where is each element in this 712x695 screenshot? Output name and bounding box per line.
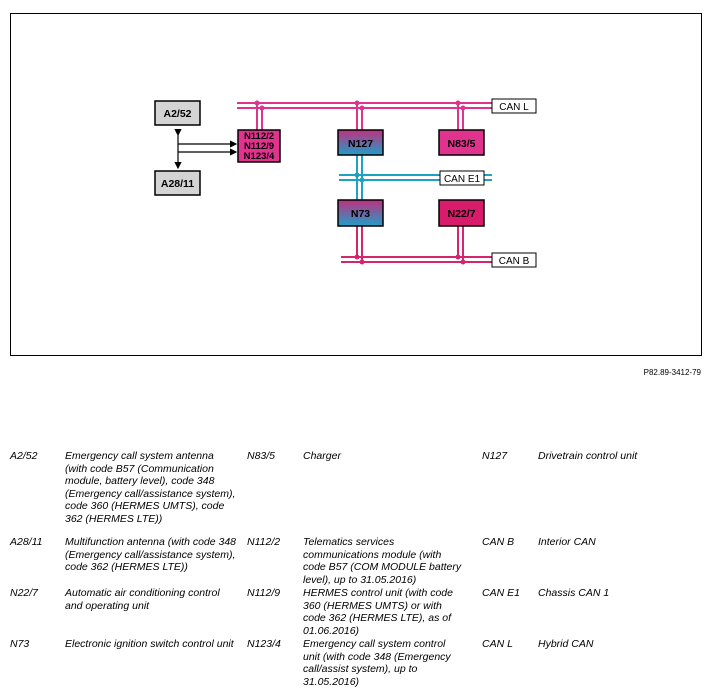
legend-desc: Drivetrain control unit: [538, 450, 638, 462]
module-n112-group: N112/2 N112/9 N123/4: [237, 129, 281, 163]
module-n127: N127: [337, 129, 384, 156]
module-a2-52-label: A2/52: [163, 108, 191, 120]
legend-desc: Emergency call system antenna (with code…: [65, 450, 236, 525]
network-diagram: A2/52 A28/11 N112/2 N112/9 N123/4 N127 N…: [154, 98, 537, 268]
legend-desc: Emergency call system control unit (with…: [303, 638, 451, 688]
antenna-links: [174, 129, 238, 170]
legend-code: N123/4: [247, 638, 281, 650]
legend-code: N22/7: [10, 587, 39, 599]
module-a28-11: A28/11: [154, 170, 201, 196]
module-n112-2-label: N112/2: [244, 131, 274, 142]
diagram-frame: [10, 13, 702, 356]
n22-can-b-drops: [457, 226, 464, 262]
n127-can-l-drops: [356, 103, 363, 130]
legend-desc: Telematics services communications modul…: [303, 536, 462, 586]
n73-can-b-drops: [356, 226, 363, 262]
can-l-label-box: CAN L: [491, 98, 537, 114]
module-n22-7: N22/7: [438, 199, 485, 227]
n112-can-l-drops: [256, 103, 263, 130]
module-n83-5: N83/5: [438, 129, 485, 156]
legend-code: A28/11: [10, 536, 43, 548]
module-a28-11-label: A28/11: [161, 178, 194, 190]
legend-code: A2/52: [10, 450, 38, 462]
module-n83-5-label: N83/5: [447, 138, 475, 150]
legend-code: N83/5: [247, 450, 276, 462]
can-l-label: CAN L: [499, 102, 529, 113]
can-b-label-box: CAN B: [491, 252, 537, 268]
legend-desc: Charger: [303, 450, 341, 462]
module-n73: N73: [337, 199, 384, 227]
legend-desc: Chassis CAN 1: [538, 587, 610, 599]
legend-desc: HERMES control unit (with code 360 (HERM…: [303, 587, 453, 637]
legend-desc: Multifunction antenna (with code 348 (Em…: [65, 536, 237, 573]
can-e1-label: CAN E1: [444, 174, 481, 185]
legend-desc: Hybrid CAN: [538, 638, 594, 650]
legend-code: N127: [482, 450, 508, 462]
junction-dots: [254, 100, 466, 265]
legend-code: CAN B: [482, 536, 515, 548]
module-n123-4-label: N123/4: [244, 151, 275, 162]
module-a2-52: A2/52: [154, 100, 201, 126]
legend-code: N73: [10, 638, 30, 650]
can-l-bus-lines: [237, 102, 492, 109]
legend-code: CAN L: [482, 638, 513, 650]
module-n73-label: N73: [351, 208, 370, 220]
n83-can-l-drops: [457, 103, 464, 130]
legend-desc: Interior CAN: [538, 536, 596, 548]
legend-code: N112/9: [247, 587, 281, 599]
module-n112-9-label: N112/9: [244, 141, 274, 152]
module-n22-7-label: N22/7: [447, 208, 475, 220]
legend-code: CAN E1: [482, 587, 520, 599]
can-e1-label-box: CAN E1: [439, 170, 485, 186]
can-b-label: CAN B: [499, 256, 530, 267]
can-b-bus-lines: [341, 256, 492, 263]
figure-reference: P82.89-3412-79: [643, 368, 701, 377]
legend-desc: Automatic air conditioning control and o…: [65, 587, 220, 612]
module-n127-label: N127: [348, 138, 373, 150]
legend-desc: Electronic ignition switch control unit: [65, 638, 234, 650]
legend-code: N112/2: [247, 536, 281, 548]
n127-n73-e1-links: [356, 155, 363, 200]
